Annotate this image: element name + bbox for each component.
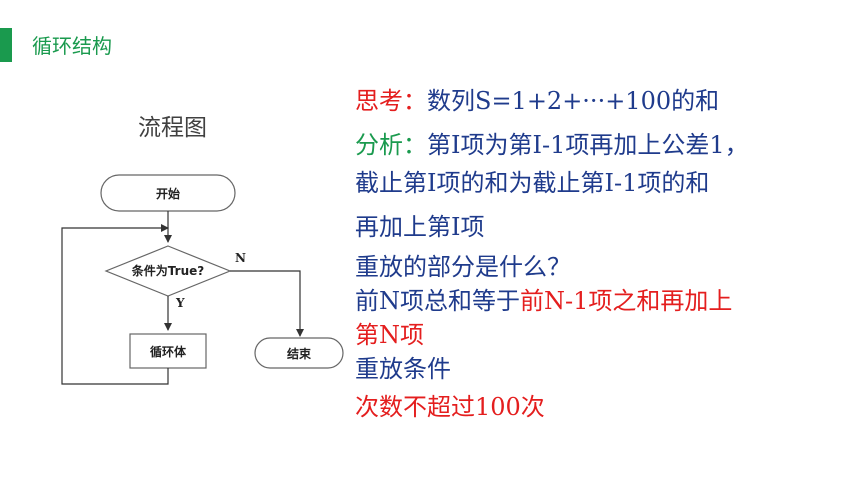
text-line-5: 重放的部分是什么？ <box>355 253 571 281</box>
analysis-text: 第I项为第I-1项再加上公差1， <box>427 131 749 159</box>
text-line-1: 思考：数列S=1+2+···+100的和 <box>355 84 719 118</box>
sum-prefix: 前N项总和等于 <box>355 287 520 315</box>
think-text: 数列S=1+2+···+100的和 <box>427 87 720 115</box>
analysis-prefix: 分析： <box>355 131 427 159</box>
start-node-label: 开始 <box>156 186 180 201</box>
sum-highlight: 前N-1项之和再加上 <box>520 287 733 315</box>
arrow-condition-end <box>230 270 304 337</box>
text-line-8: 重放条件 <box>355 355 451 383</box>
end-node-label: 结束 <box>287 346 312 361</box>
think-prefix: 思考： <box>355 87 427 115</box>
text-line-7: 第N项 <box>355 321 424 349</box>
end-node <box>254 337 344 369</box>
text-line-6: 前N项总和等于前N-1项之和再加上 <box>355 284 732 318</box>
text-line-2: 分析：第I项为第I-1项再加上公差1， <box>355 128 749 162</box>
text-line-3: 截止第I项的和为截止第I-1项的和 <box>355 169 710 197</box>
condition-node-label: 条件为True? <box>131 263 204 278</box>
text-line-4: 再加上第I项 <box>355 213 485 241</box>
text-line-9: 次数不超过100次 <box>355 393 545 421</box>
arrow-loop-back <box>61 224 169 385</box>
header-accent-bar <box>0 28 12 62</box>
slide-title: 循环结构 <box>32 34 112 58</box>
yes-label: Y <box>175 296 185 310</box>
loop-body-label: 循环体 <box>150 344 187 359</box>
flowchart-title: 流程图 <box>138 115 207 141</box>
no-label: N <box>235 251 246 265</box>
